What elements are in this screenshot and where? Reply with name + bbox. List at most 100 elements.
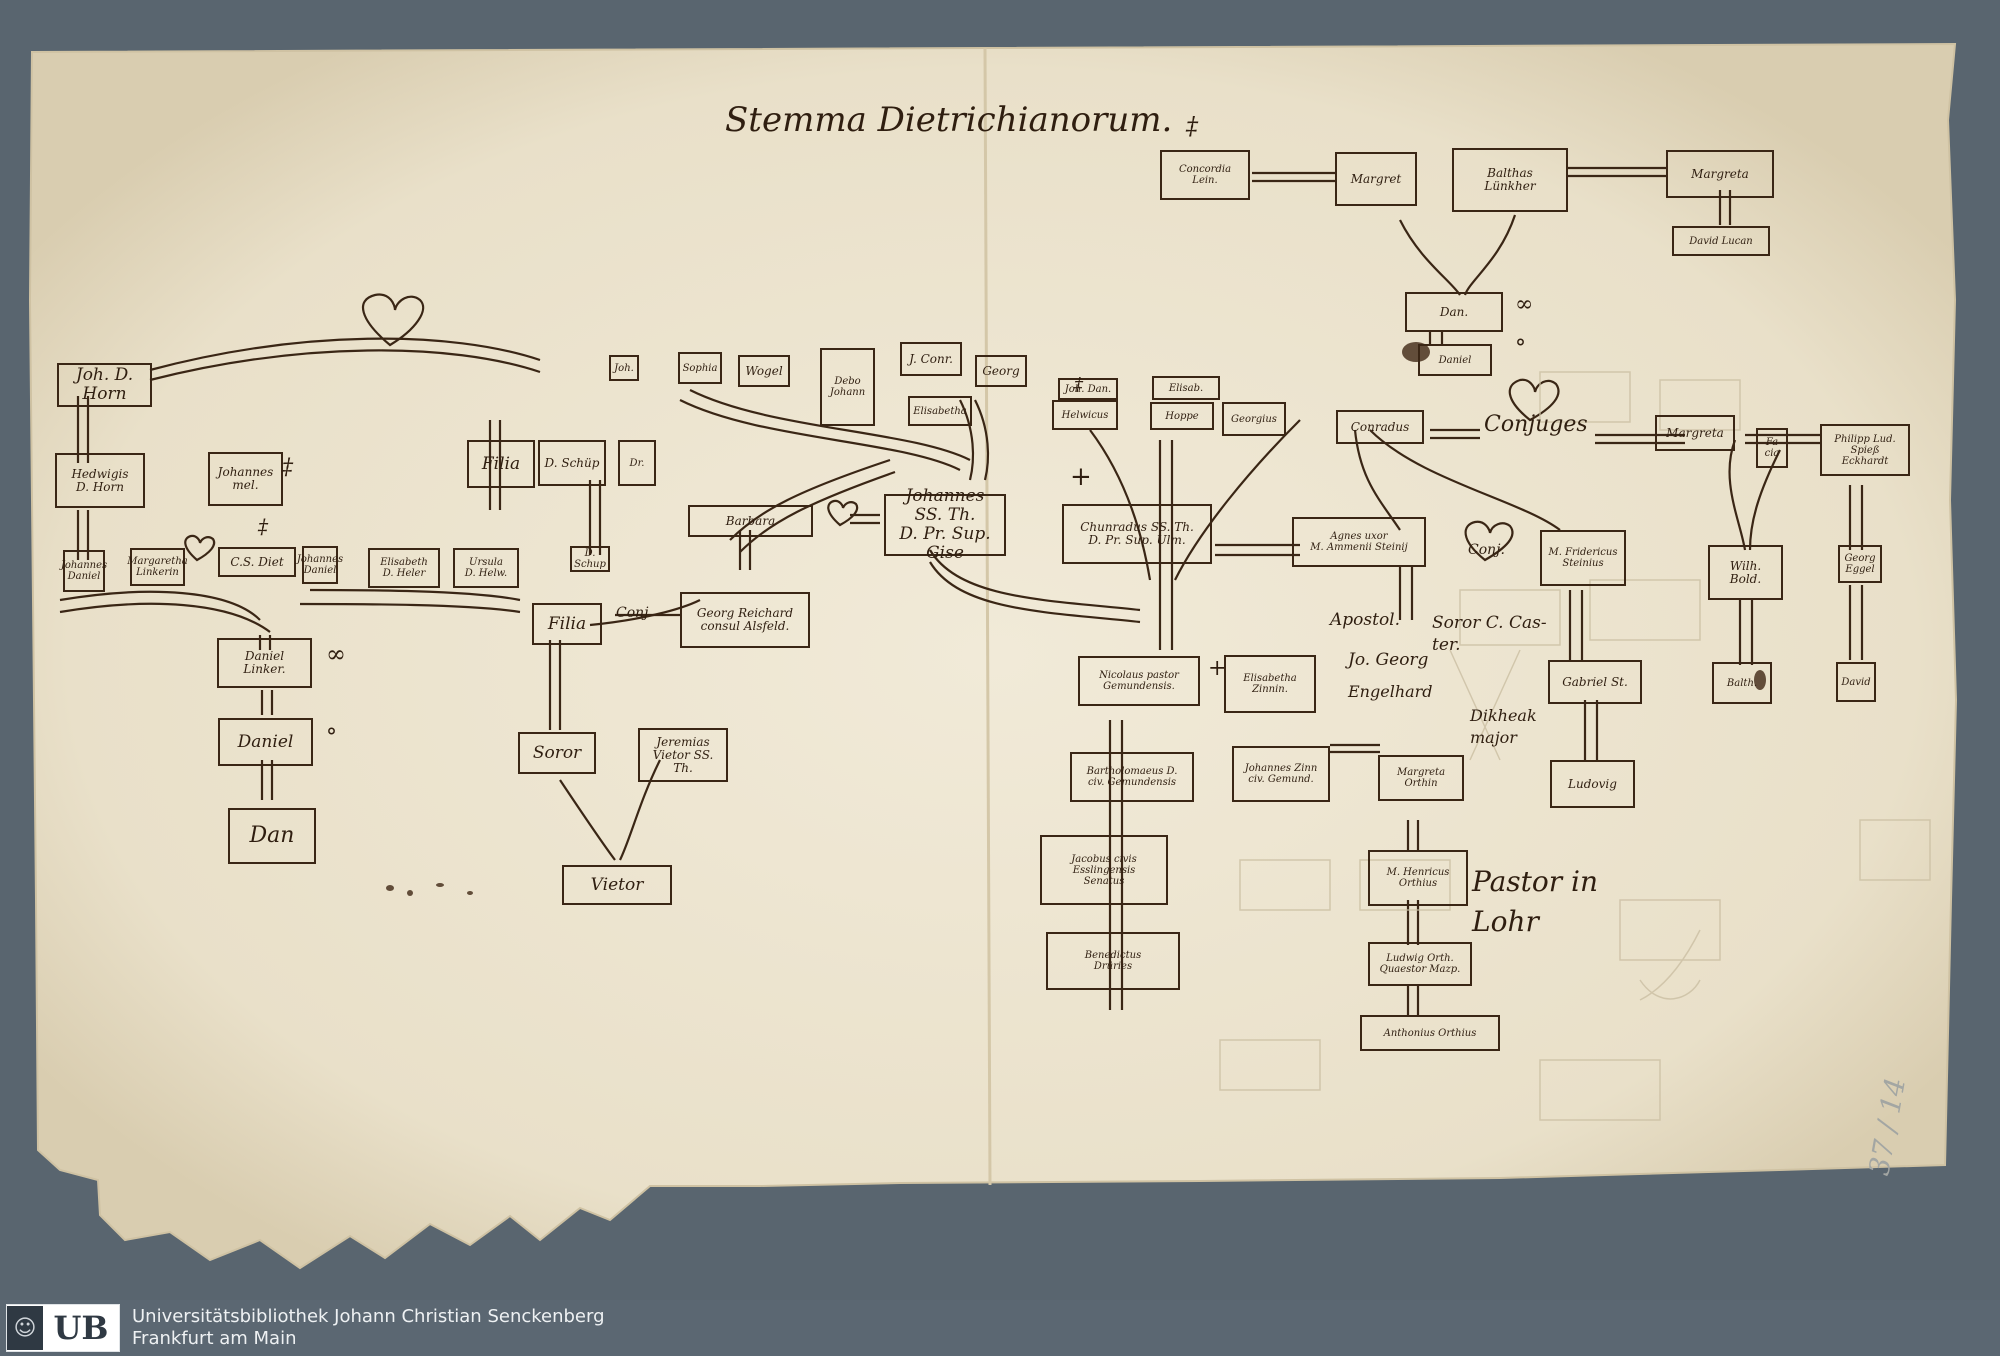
genealogy-node: Dan (228, 808, 316, 864)
genealogy-node: Elisabetha (908, 396, 972, 426)
genealogy-node: Barbara (688, 505, 813, 537)
genealogy-node: Johannes Zinn civ. Gemund. (1232, 746, 1330, 802)
genealogy-node: Georgius (1222, 402, 1286, 436)
genealogy-node: Bartholomaeus D. civ. Gemundensis (1070, 752, 1194, 802)
marginal-note: Dikheak major (1470, 706, 1537, 747)
genealogy-node: Hedwigis D. Horn (55, 453, 145, 508)
genealogy-node: Elisabeth D. Heler (368, 548, 440, 588)
genealogy-node: Philipp Lud. Spieß Eckhardt (1820, 424, 1910, 476)
genealogy-node: Jacobus civis Esslingensis Senatus (1040, 835, 1168, 905)
library-logo[interactable]: ☺ UB (6, 1304, 120, 1352)
genealogy-node: J. Conr. (900, 342, 962, 376)
genealogy-node: Margreta Orthin (1378, 755, 1464, 801)
genealogy-node: Georg Eggel (1838, 545, 1882, 583)
heart-mark-2 (1508, 378, 1560, 422)
marginal-note: ‡ (1074, 374, 1083, 395)
genealogy-node: David (1836, 662, 1876, 702)
genealogy-node: Conradus (1336, 410, 1424, 444)
marginal-note: ‡ (1186, 112, 1198, 140)
genealogy-node: Concordia Lein. (1160, 150, 1250, 200)
genealogy-node: Fa cia (1756, 428, 1788, 468)
marginal-note: Conj (616, 605, 649, 621)
marginal-note: Jo. Georg (1348, 650, 1429, 670)
genealogy-node: Vietor (562, 865, 672, 905)
genealogy-node: Johannes Daniel (61, 550, 107, 592)
genealogy-node: Nicolaus pastor Gemundensis. (1078, 656, 1200, 706)
genealogy-node: Johannes SS. Th. D. Pr. Sup. Gise (884, 487, 1006, 563)
genealogy-node: Anthonius Orthius (1360, 1015, 1500, 1051)
genealogy-node: Gabriel St. (1548, 660, 1642, 704)
genealogy-node: Georg (975, 355, 1027, 387)
genealogy-node: C.S. Diet (218, 547, 296, 577)
institution-line-2: Frankfurt am Main (132, 1328, 297, 1349)
genealogy-node: Balth. (1712, 662, 1772, 704)
genealogy-node: Margreta (1666, 150, 1774, 198)
genealogy-node: Dan. (1405, 292, 1503, 332)
genealogy-node: Margaretha Linkerin (127, 548, 188, 586)
marginal-note: ‡ (258, 514, 268, 538)
genealogy-node: Daniel (218, 718, 313, 766)
genealogy-node: D. Schup (570, 546, 610, 572)
genealogy-node: Hoppe (1150, 402, 1214, 430)
institution-name: Universitätsbibliothek Johann Christian … (132, 1306, 605, 1350)
genealogy-node: Elisabetha Zinnin. (1224, 655, 1316, 713)
genealogy-node: Georg Reichard consul Alsfeld. (680, 592, 810, 648)
document-title: Stemma Dietrichianorum. (725, 100, 1173, 140)
marginal-note: Pastor in Lohr (1472, 865, 1599, 938)
genealogy-node: Ludovig (1550, 760, 1635, 808)
heart-mark-3 (1464, 520, 1514, 562)
genealogy-node: M. Fridericus Steinius (1540, 530, 1626, 586)
genealogy-node: Jeremias Vietor SS. Th. (638, 728, 728, 782)
logo-text: UB (53, 1309, 109, 1347)
marginal-note: ° (326, 725, 337, 750)
genealogy-node: Agnes uxor M. Ammenii Steinij (1292, 517, 1426, 567)
genealogy-node: Soror (518, 732, 596, 774)
genealogy-node: Margret (1335, 152, 1417, 206)
genealogy-node: M. Henricus Orthius (1368, 850, 1468, 906)
marginal-note: ° (1515, 336, 1526, 361)
marginal-note: + (1070, 462, 1092, 492)
genealogy-node: Joh. Dan. (1058, 378, 1118, 400)
portrait-icon: ☺ (7, 1306, 43, 1350)
institution-line-1: Universitätsbibliothek Johann Christian … (132, 1306, 605, 1327)
genealogy-node: Elisab. (1152, 376, 1220, 400)
paper-sheet (28, 42, 1958, 1270)
marginal-note: Conj. (1468, 542, 1505, 558)
genealogy-node: Filia (467, 440, 535, 488)
manuscript-sheet (28, 42, 1958, 1270)
marginal-note: ∞ (326, 640, 346, 668)
genealogy-node: Dr. (618, 440, 656, 486)
heart-mark-4 (827, 499, 859, 527)
genealogy-node: Joh. (609, 355, 639, 381)
genealogy-node: Chunradus SS. Th. D. Pr. Sup. Ulm. (1062, 504, 1212, 564)
genealogy-node: Daniel (1418, 344, 1492, 376)
footer-bar: ☺ UB Universitätsbibliothek Johann Chris… (0, 1300, 2000, 1356)
genealogy-node: Ludwig Orth. Quaestor Mazp. (1368, 942, 1472, 986)
genealogy-node: Balthas Lünkher (1452, 148, 1568, 212)
genealogy-node: Johannes mel. (208, 452, 283, 506)
genealogy-node: Daniel Linker. (217, 638, 312, 688)
genealogy-node: Filia (532, 603, 602, 645)
genealogy-node: Johannes Daniel (297, 546, 343, 584)
marginal-note: ∞ (1515, 292, 1534, 317)
genealogy-node: Helwicus (1052, 400, 1118, 430)
genealogy-node: Ursula D. Helw. (453, 548, 519, 588)
genealogy-node: Sophia (678, 352, 722, 384)
genealogy-node: Benedictus Drüries (1046, 932, 1180, 990)
genealogy-node: Wilh. Bold. (1708, 545, 1783, 600)
genealogy-node: Wogel (738, 355, 790, 387)
marginal-note: + (1208, 656, 1227, 681)
heart-mark-5 (184, 534, 216, 562)
scan-background: Stemma Dietrichianorum. Joh. D. Horn Hed… (28, 42, 1958, 1270)
genealogy-node: Debo Johann (820, 348, 875, 426)
fold-line (983, 47, 992, 1186)
marginal-note: ‡ (282, 455, 293, 480)
marginal-note: Soror C. Cas- ter. (1432, 613, 1547, 655)
marginal-note: Apostol. (1330, 610, 1401, 630)
genealogy-node: David Lucan (1672, 226, 1770, 256)
genealogy-node: Margreta (1655, 415, 1735, 451)
genealogy-node: Joh. D. Horn (57, 363, 152, 407)
marginal-note: Engelhard (1348, 682, 1433, 701)
heart-mark-1 (362, 293, 425, 347)
marginal-note: Conjuges (1484, 412, 1588, 437)
